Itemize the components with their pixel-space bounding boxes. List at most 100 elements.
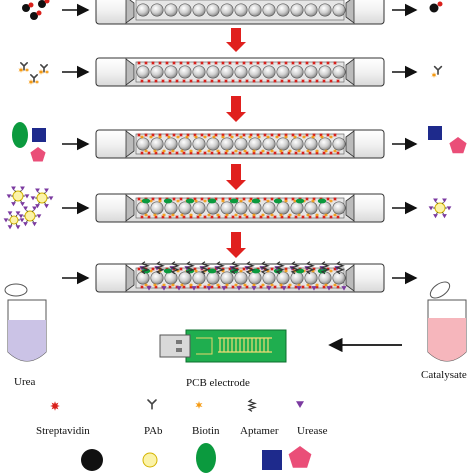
bead: [164, 271, 178, 285]
left-frit: [125, 264, 135, 292]
legend-biotin-label: Biotin: [192, 425, 220, 437]
bead: [276, 65, 290, 79]
biotin-icon: [242, 148, 248, 154]
biotin-icon: [332, 148, 338, 154]
streptavidin-icon: [300, 150, 306, 156]
bead: [304, 137, 318, 151]
bottom-shapes: [81, 443, 312, 473]
biotin-icon: [314, 212, 320, 218]
legend-urease-label: Urease: [297, 425, 328, 437]
right-frit: [345, 0, 355, 24]
aptamer-icon: [335, 261, 345, 275]
blue-square-icon: [32, 128, 46, 142]
pab-icon: [147, 399, 157, 410]
streptavidin-icon: [199, 60, 205, 66]
green-target: [207, 198, 217, 204]
yellow-circle-icon: [36, 192, 48, 204]
streptavidin-icon: [178, 266, 184, 272]
green-target: [229, 198, 239, 204]
streptavidin-icon: [178, 60, 184, 66]
biotin-icon: [157, 134, 163, 140]
interdigitated-electrode: [219, 338, 269, 352]
streptavidin-icon: [241, 196, 247, 202]
aptamer-icon: [247, 398, 257, 412]
streptavidin-icon: [237, 214, 243, 220]
column-row-1: [62, 0, 418, 25]
streptavidin-icon: [139, 214, 145, 220]
biotin-icon: [296, 212, 302, 218]
aptamer-icon: [305, 261, 315, 275]
bead: [178, 137, 192, 151]
bead: [290, 137, 304, 151]
streptavidin-icon: [262, 132, 268, 138]
urease-icon: [161, 286, 167, 291]
bead: [206, 137, 220, 151]
green-ellipse-icon: [196, 443, 216, 473]
biotin-icon: [296, 148, 302, 154]
biotin-icon: [242, 282, 248, 288]
urease-icon: [236, 286, 242, 291]
bead: [192, 271, 206, 285]
bead: [276, 271, 290, 285]
urease-icon: [428, 206, 434, 211]
streptavidin-icon: [167, 78, 173, 84]
streptavidin-icon: [150, 266, 156, 272]
blue-square-icon: [428, 126, 442, 140]
black-particle-icon: [38, 0, 46, 8]
pink-pentagon-icon: [288, 446, 312, 468]
biotin-icon: [18, 67, 24, 73]
black-particle-icon: [429, 3, 439, 13]
biotin-icon: [283, 268, 289, 274]
streptavidin-icon: [300, 284, 306, 290]
streptavidin-icon: [181, 78, 187, 84]
urease-icon: [6, 194, 12, 199]
streptavidin-icon: [164, 60, 170, 66]
streptavidin-icon: [139, 150, 145, 156]
streptavidin-icon: [36, 10, 42, 16]
streptavidin-icon: [300, 214, 306, 220]
urease-icon: [3, 218, 9, 223]
streptavidin-icon: [311, 60, 317, 66]
urease-icon: [23, 222, 28, 227]
urease-nanoparticle-cluster: [3, 211, 25, 230]
biotin-icon: [143, 148, 149, 154]
streptavidin-icon: [293, 284, 299, 290]
streptavidin-icon: [321, 284, 327, 290]
biotin-icon: [292, 134, 298, 140]
bead: [136, 137, 150, 151]
urease-icon: [251, 286, 257, 291]
biotin-icon: [184, 134, 190, 140]
urease-icon: [442, 198, 447, 203]
streptavidin-icon: [241, 266, 247, 272]
streptavidin-icon: [325, 196, 331, 202]
urease-icon: [7, 211, 13, 216]
aptamer-icon: [230, 261, 240, 275]
pab-icon: [20, 62, 28, 71]
biotin-icon: [296, 282, 302, 288]
biotin-icon: [305, 212, 311, 218]
streptavidin-icon: [227, 60, 233, 66]
column-row-3: [62, 129, 418, 159]
urease-icon: [191, 286, 197, 291]
streptavidin-icon: [185, 60, 191, 66]
column-row-4: [62, 193, 418, 223]
streptavidin-icon: [178, 132, 184, 138]
streptavidin-icon: [209, 214, 215, 220]
left-frit: [125, 58, 135, 86]
biotin-icon: [431, 72, 437, 78]
aptamer-icon: [320, 261, 330, 275]
urease-icon: [24, 194, 30, 199]
biotin-icon: [269, 148, 275, 154]
green-ellipse-icon: [12, 122, 28, 148]
streptavidin-icon: [206, 60, 212, 66]
biotin-icon: [332, 282, 338, 288]
biotin-icon: [323, 282, 329, 288]
bead: [150, 137, 164, 151]
biotin-icon: [193, 268, 199, 274]
bead: [276, 3, 290, 17]
streptavidin-icon: [437, 1, 443, 7]
bead: [262, 201, 276, 215]
biotin-icon: [238, 268, 244, 274]
bead: [332, 65, 346, 79]
biotin-icon: [251, 282, 257, 288]
